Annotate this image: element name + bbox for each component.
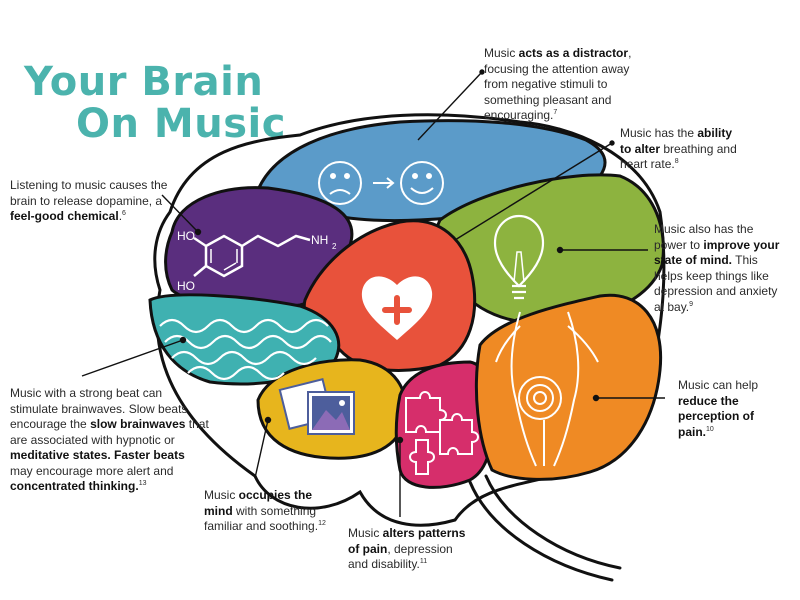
note-alters-pain: Music alters patterns of pain, depressio…	[348, 526, 466, 571]
pointer-lines	[81, 69, 665, 517]
region-orange	[474, 293, 663, 481]
title-line-2: On Music	[76, 101, 286, 147]
note-occupies-mind: Music occupies the mind with something f…	[204, 488, 326, 533]
dopamine-molecule-icon	[193, 234, 311, 278]
molecule-nh-subscript: 2	[332, 242, 337, 251]
happy-face-icon	[400, 161, 444, 205]
note-state-of-mind: Music also has the power to improve your…	[654, 222, 780, 314]
molecule-ho-top-label: HO	[177, 229, 195, 243]
note-breathing: Music has the ability to alter breathing…	[620, 126, 737, 171]
picture-icon	[278, 378, 355, 435]
note-distractor: Music acts as a distractor, focusing the…	[484, 46, 632, 122]
heart-plus-icon	[361, 276, 433, 340]
note-brainwaves: Music with a strong beat can stimulate b…	[10, 386, 209, 493]
puzzle-icon	[405, 391, 479, 475]
note-pain-perception: Music can help reduce the perception of …	[678, 378, 759, 439]
sad-face-icon	[318, 161, 362, 205]
molecule-nh-label: NH	[311, 233, 328, 247]
title-line-1: Your Brain	[24, 59, 264, 105]
molecule-ho-bottom-label: HO	[177, 279, 195, 293]
brainwave-icon	[159, 318, 332, 381]
arrow-right-icon	[373, 177, 395, 189]
lightbulb-icon	[493, 214, 545, 300]
note-dopamine: Listening to music causes the brain to r…	[10, 178, 168, 223]
body-target-icon	[495, 311, 599, 467]
